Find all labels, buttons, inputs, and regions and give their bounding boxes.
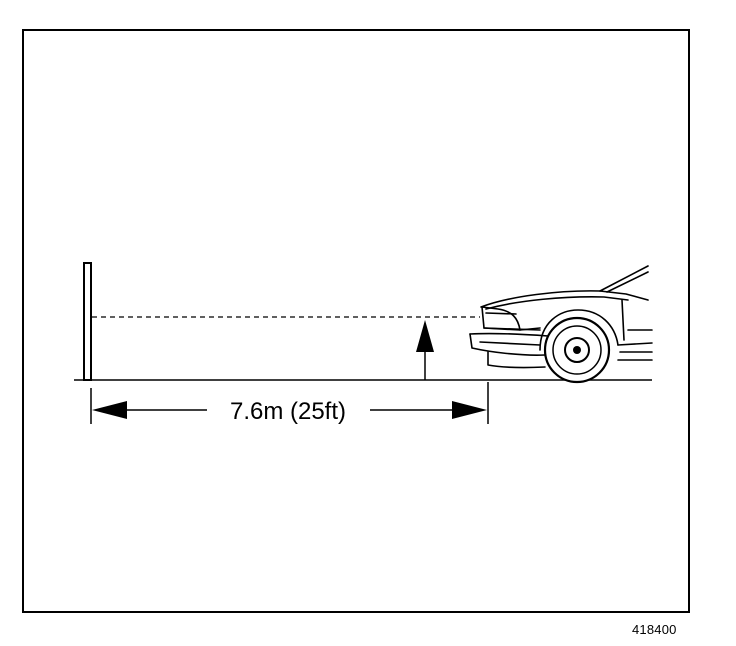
diagram-frame (22, 29, 690, 613)
car-wheel-icon (543, 316, 611, 384)
car-front-icon (469, 265, 653, 369)
arrowhead-left-icon (92, 401, 127, 419)
height-arrow-icon (416, 320, 434, 380)
distance-label: 7.6m (25ft) (230, 398, 346, 425)
wall-post-icon (83, 262, 92, 381)
arrowhead-right-icon (452, 401, 487, 419)
distance-dimension: 7.6m (25ft) (90, 382, 489, 425)
figure-number: 418400 (632, 622, 677, 637)
